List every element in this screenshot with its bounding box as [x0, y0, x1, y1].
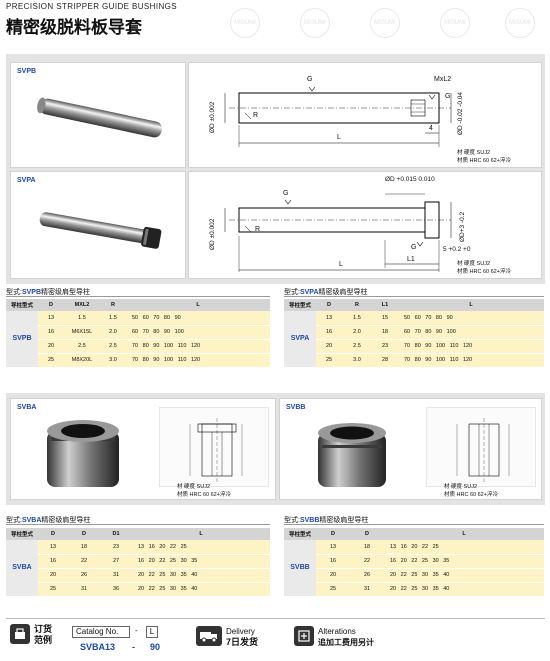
alterations-tool-icon — [294, 626, 314, 646]
svpa-dim-d3: ØD+3 -0.2 — [459, 211, 466, 242]
svpb-dim-mxl2: MxL2 — [434, 76, 452, 83]
watermark-logo: MISUMI — [370, 8, 400, 38]
svpb-table-title: 型式:SVPB精密级肩型导柱 — [6, 289, 91, 296]
svbb-tag: SVBB — [286, 404, 306, 411]
svpa-dim-g: G — [283, 190, 289, 197]
svpa-dim-l1: L1 — [407, 256, 415, 263]
svpb-dim-g2: G — [445, 93, 451, 100]
svpa-table-title: 型式:SVPA精密级肩型导柱 — [284, 289, 368, 296]
watermark-logo: MISUMI — [505, 8, 535, 38]
svpa-photo-panel: SVPA — [10, 171, 186, 279]
svpa-dim-d-top: ØD +0.015 0.010 — [385, 176, 435, 183]
svpb-dim-d-tol2: ØD -0.02 -0.04 — [457, 92, 464, 135]
order-example-label: 订货范例 — [34, 624, 53, 645]
svpb-technical-drawing — [224, 86, 452, 147]
svbb-bushing-photo — [318, 423, 386, 487]
svbb-table-title: 型式:SVBB精密级肩型导柱 — [284, 517, 369, 524]
svba-table-rule — [6, 524, 270, 525]
svba-technical-drawing — [189, 418, 243, 482]
order-example-icon — [10, 624, 30, 644]
svpb-dim-4: 4 — [429, 125, 433, 132]
svba-table-title: 型式:SVBA精密级肩型导柱 — [6, 517, 91, 524]
svpa-tag: SVPA — [17, 177, 36, 184]
watermark-logo: MISUMI — [230, 8, 260, 38]
svpa-dim-5: 5 +0.2 +0 — [443, 246, 471, 253]
header-title-zh: 精密级脱料板导套 — [6, 18, 142, 37]
svpb-tag: SVPB — [17, 68, 37, 75]
watermark-logo: MISUMI — [300, 8, 330, 38]
table-header-row: 导柱型式 D D L — [284, 528, 544, 540]
svpb-dim-r: R — [253, 112, 259, 119]
svpb-dim-g: G — [307, 76, 313, 83]
table-header-row: 导柱型式 D R L1 L — [284, 299, 544, 311]
svpb-drawing-panel: G MxL2 G ØD ±0.002 R L 4 ØD -0.02 -0.04 … — [188, 62, 542, 168]
catalog-no-box: Catalog No. — [72, 626, 130, 638]
svpa-drawing-panel: ØD +0.015 0.010 G ØD ±0.002 R G ØD+3 -0.… — [188, 171, 542, 279]
svpa-dim-r: R — [255, 226, 261, 233]
svpa-dim-l: L — [339, 261, 343, 268]
length-box: L — [146, 626, 158, 638]
watermark-logo: MISUMI — [440, 8, 470, 38]
catalog-example-dash: - — [132, 642, 135, 652]
svpb-photo-panel: SVPB — [10, 62, 186, 168]
svpb-dim-l: L — [337, 134, 341, 141]
svbb-technical-drawing — [456, 418, 510, 482]
svpa-pin-photo — [39, 212, 162, 249]
table-header-row: 导柱型式 D D D1 L — [6, 528, 270, 540]
catalog-dash: - — [135, 626, 138, 635]
svba-drawing — [159, 407, 269, 487]
table-header-row: 导柱型式 D MXL2 R L — [6, 299, 270, 311]
svpb-table-rule — [6, 296, 270, 297]
svpa-technical-drawing — [224, 193, 452, 272]
svpb-pin-photo — [37, 97, 163, 138]
header-title-en: PRECISION STRIPPER GUIDE BUSHINGS — [6, 2, 178, 11]
svbb-table-rule — [284, 524, 544, 525]
svpa-dim-d-tol: ØD ±0.002 — [209, 218, 216, 250]
catalog-example-code: SVBA13 — [80, 642, 116, 652]
svba-bushing-photo — [47, 420, 119, 487]
svbb-drawing — [426, 407, 536, 487]
svba-tag: SVBA — [17, 404, 37, 411]
svpa-table-rule — [284, 296, 544, 297]
alterations-info: Alterations 追加工费用另计 — [318, 627, 374, 647]
svpb-dim-d-tol: ØD ±0.002 — [209, 101, 216, 133]
footer-rule — [6, 618, 545, 619]
delivery-info: Delivery 7日发货 — [226, 627, 259, 647]
catalog-example-length: 90 — [150, 642, 161, 652]
delivery-truck-icon — [196, 626, 222, 646]
svpa-dim-g2: G — [411, 244, 417, 251]
